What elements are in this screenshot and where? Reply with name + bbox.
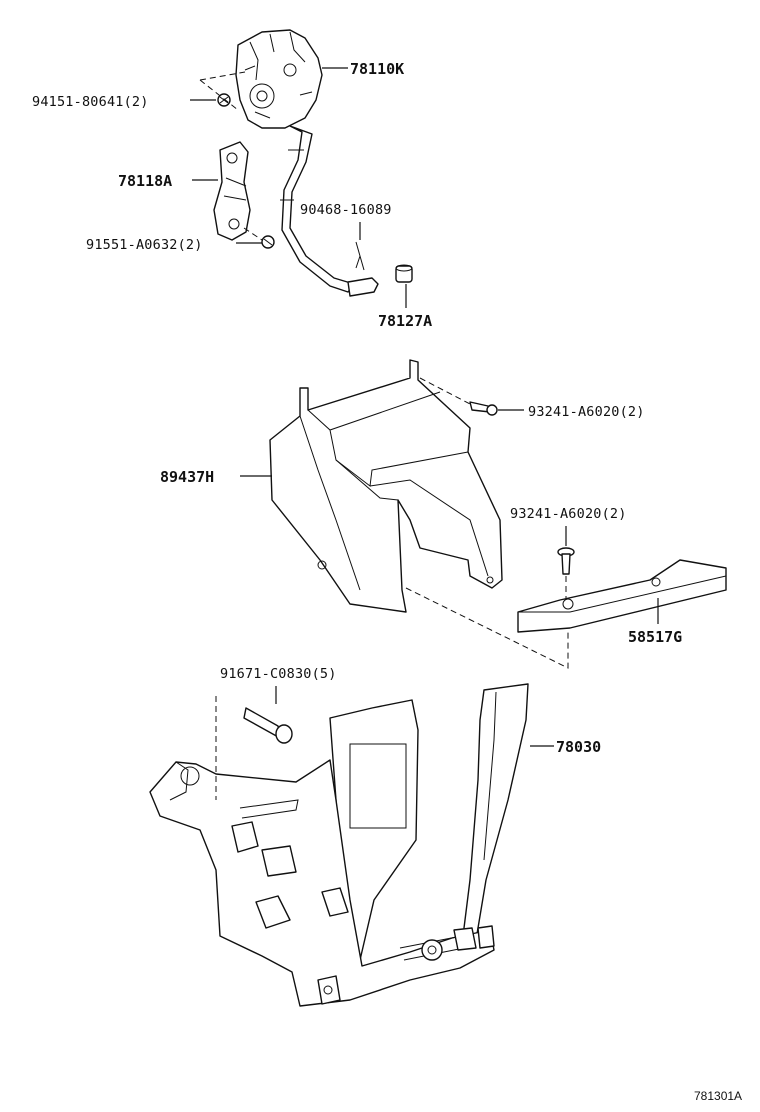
pedal-pad-78127A-part (395, 264, 413, 283)
bracket-78118A-part (213, 141, 251, 241)
callout-94151-80641: 94151-80641(2) (32, 94, 149, 110)
accelerator-pedal-sensor-part (235, 29, 379, 297)
bracket-58517G-part (517, 559, 727, 633)
pedal-assembly-78030-part (149, 683, 529, 1007)
callout-58517G: 58517G (628, 628, 682, 646)
callout-89437H: 89437H (160, 468, 214, 486)
callout-91551-A0632: 91551-A0632(2) (86, 237, 203, 253)
bolt-91671-part (243, 707, 293, 744)
callout-93241-A6020-mid: 93241-A6020(2) (510, 506, 627, 522)
clip-90468-part (355, 241, 365, 271)
callout-78127A: 78127A (378, 312, 432, 330)
figure-reference: 781301A (694, 1089, 742, 1103)
screw-93241-mid-part (557, 547, 575, 575)
callout-78118A: 78118A (118, 172, 172, 190)
callout-78030: 78030 (556, 738, 601, 756)
bolt-94151-part (217, 93, 231, 107)
cover-89437H-part (269, 359, 503, 613)
screw-93241-top-part (469, 401, 498, 416)
callout-93241-A6020-top: 93241-A6020(2) (528, 404, 645, 420)
callout-90468-16089: 90468-16089 (300, 202, 392, 218)
callout-78110K: 78110K (350, 60, 404, 78)
callout-91671-C0830: 91671-C0830(5) (220, 666, 337, 682)
nut-91551-part (261, 235, 275, 249)
